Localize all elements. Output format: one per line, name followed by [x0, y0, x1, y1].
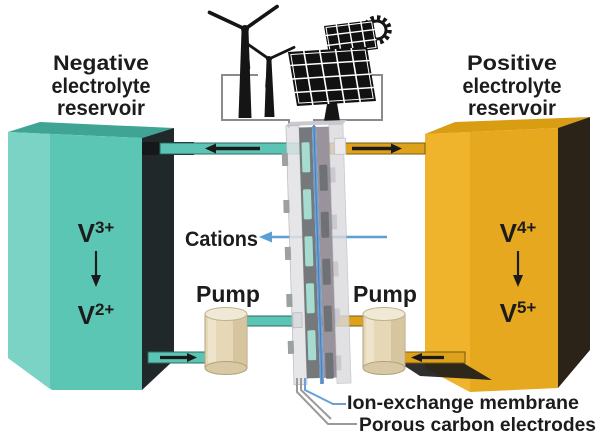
negative-reservoir-label-line2: electrolyte	[52, 75, 151, 98]
pipe-connector	[333, 137, 347, 155]
svg-text:V4+: V4+	[500, 218, 537, 248]
electrode-slots-right	[319, 164, 334, 379]
negative-reservoir-label-line1: Negative	[53, 52, 149, 75]
flow-arrow-bottom-right	[411, 353, 422, 362]
positive-reservoir-label-line2: electrolyte	[463, 75, 562, 98]
tank-shadow	[400, 361, 492, 380]
wind-turbine-icon-small	[244, 41, 296, 117]
pump-left	[204, 307, 248, 375]
cations-label: Cations	[185, 228, 258, 251]
pump-right	[362, 307, 406, 375]
redox-arrow	[91, 275, 101, 287]
pipe-connector	[292, 312, 303, 329]
svg-text:V3+: V3+	[78, 218, 115, 248]
redox-arrow	[513, 275, 523, 287]
flow-arrow-right	[391, 143, 402, 154]
svg-text:V2+: V2+	[78, 300, 115, 330]
positive-reservoir-label-line1: Positive	[467, 52, 557, 75]
negative-electrolyte-tank	[8, 122, 174, 390]
flow-arrow-bottom-left	[187, 353, 197, 362]
ion-exchange-membrane-label: Ion-exchange membrane	[347, 392, 579, 414]
wire-left	[221, 74, 290, 128]
flow-arrow-left	[205, 143, 216, 154]
negative-reservoir-label-line3: reservoir	[57, 97, 145, 120]
positive-electrolyte-tank	[400, 117, 590, 392]
solar-panel-icon	[288, 47, 376, 121]
diagram-labels: Negative electrolyte reservoir Positive …	[52, 52, 597, 436]
pump-right-label: Pump	[353, 281, 417, 307]
negative-redox-couple: V3+ V2+	[78, 218, 115, 330]
wind-turbine-icon	[207, 4, 279, 118]
porous-carbon-electrodes-label: Porous carbon electrodes	[359, 414, 596, 436]
positive-reservoir-label-line3: reservoir	[468, 97, 556, 120]
leader-lines	[296, 378, 357, 425]
svg-text:V5+: V5+	[500, 298, 537, 328]
positive-redox-couple: V4+ V5+	[500, 218, 537, 328]
electrode-slots-left	[301, 142, 317, 361]
cell-stack	[281, 120, 352, 386]
pump-left-label: Pump	[196, 281, 260, 307]
stack-edge-tabs-left	[281, 152, 295, 354]
stack-outer-plate-right	[328, 123, 352, 384]
